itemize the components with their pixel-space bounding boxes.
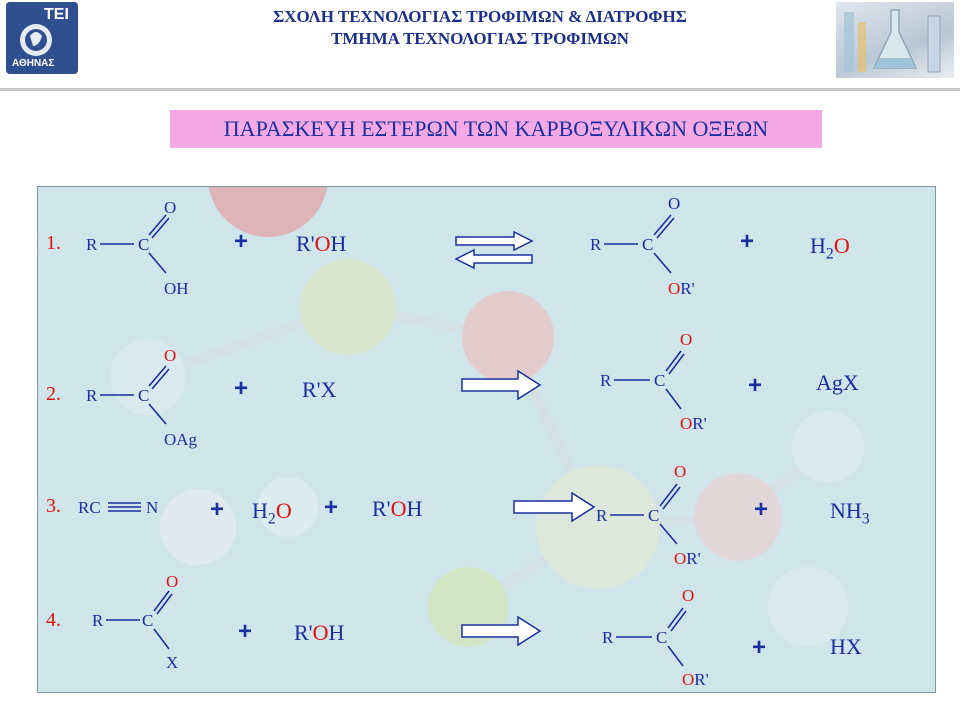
r3-alcohol: R'OH bbox=[372, 496, 423, 521]
r2-silver-halide: AgX bbox=[816, 370, 859, 395]
r4-product-r: R bbox=[602, 628, 614, 647]
reaction-3-number: 3. bbox=[46, 495, 61, 517]
r2-product-r: R bbox=[600, 371, 612, 390]
r1-product-ester: OR' bbox=[668, 279, 695, 298]
reaction-2-arrow bbox=[461, 369, 542, 401]
header-line-1: ΣΧΟΛΗ ΤΕΧΝΟΛΟΓΙΑΣ ΤΡΟΦΙΜΩΝ & ΔΙΑΤΡΟΦΗΣ bbox=[273, 7, 687, 26]
r1-water: H2O bbox=[810, 233, 850, 263]
r3-nitrile-n: N bbox=[146, 498, 159, 517]
r1-reactant-c: C bbox=[138, 235, 150, 254]
lab-glassware-image bbox=[836, 2, 954, 78]
r1-alcohol: R'OH bbox=[296, 231, 347, 256]
r2-product-ester: OR' bbox=[680, 414, 707, 433]
header-divider bbox=[0, 88, 960, 91]
r3-product-c: C bbox=[648, 506, 660, 525]
r1-reactant-r: R bbox=[86, 235, 98, 254]
r4-alcohol: R'OH bbox=[294, 620, 345, 645]
r1-plus-2: + bbox=[740, 228, 755, 255]
r4-hydrogen-halide: HX bbox=[830, 634, 862, 659]
r4-product-top-o: O bbox=[682, 586, 695, 605]
r1-product-r: R bbox=[590, 235, 602, 254]
r4-reactant-top-o: O bbox=[166, 572, 179, 591]
r2-product-top-o: O bbox=[680, 330, 693, 349]
r2-reactant-r: R bbox=[86, 386, 98, 405]
r1-reactant-top-o: O bbox=[164, 198, 177, 217]
equilibrium-reverse-arrow bbox=[454, 248, 533, 270]
r4-reactant-c: C bbox=[142, 611, 154, 630]
r3-product-ester: OR' bbox=[674, 549, 701, 568]
tei-athens-logo: ΤΕΙ ΑΘΗΝΑΣ bbox=[6, 2, 78, 74]
r1-reactant-bottom: OH bbox=[164, 279, 189, 298]
reaction-3-arrow bbox=[513, 491, 596, 523]
r3-product-r: R bbox=[596, 506, 608, 525]
header-title: ΣΧΟΛΗ ΤΕΧΝΟΛΟΓΙΑΣ ΤΡΟΦΙΜΩΝ & ΔΙΑΤΡΟΦΗΣ Τ… bbox=[150, 6, 810, 50]
r1-plus-1: + bbox=[234, 228, 249, 255]
reaction-panel: 1. R C O OH + R'OH R C O OR' + H2O 2. R … bbox=[37, 186, 936, 693]
r2-alkyl-halide: R'X bbox=[302, 377, 337, 402]
r4-product-ester: OR' bbox=[682, 670, 709, 689]
r4-plus-1: + bbox=[238, 618, 253, 645]
logo-text-bottom: ΑΘΗΝΑΣ bbox=[12, 58, 55, 69]
page-title: ΠΑΡΑΣΚΕΥΗ ΕΣΤΕΡΩΝ ΤΩΝ ΚΑΡΒΟΞΥΛΙΚΩΝ ΟΞΕΩΝ bbox=[170, 110, 822, 148]
r2-reactant-top-o: O bbox=[164, 346, 177, 365]
r3-ammonia: NH3 bbox=[830, 498, 870, 528]
r2-product-c: C bbox=[654, 371, 666, 390]
r1-product-c: C bbox=[642, 235, 654, 254]
r3-water: H2O bbox=[252, 498, 292, 528]
r3-nitrile-rc: RC bbox=[78, 498, 101, 517]
flask-icon bbox=[844, 9, 941, 73]
reaction-1-number: 1. bbox=[46, 232, 61, 254]
bond-lines bbox=[100, 214, 687, 667]
r4-product-c: C bbox=[656, 628, 668, 647]
r4-reactant-r: R bbox=[92, 611, 104, 630]
reaction-4-number: 4. bbox=[46, 609, 61, 631]
logo-text-top: ΤΕΙ bbox=[44, 6, 69, 23]
r2-plus-2: + bbox=[748, 372, 763, 399]
r3-plus-1: + bbox=[210, 496, 225, 523]
logo-emblem-icon bbox=[6, 2, 78, 74]
r2-reactant-bottom: OAg bbox=[164, 430, 198, 449]
r1-product-top-o: O bbox=[668, 194, 681, 213]
reaction-4-arrow bbox=[461, 615, 542, 647]
r2-reactant-c: C bbox=[138, 386, 150, 405]
r4-reactant-bottom: X bbox=[166, 653, 179, 672]
header-line-2: ΤΜΗΜΑ ΤΕΧΝΟΛΟΓΙΑΣ ΤΡΟΦΙΜΩΝ bbox=[331, 29, 629, 48]
r3-plus-3: + bbox=[754, 496, 769, 523]
molecule-background-image bbox=[100, 187, 864, 667]
r4-plus-2: + bbox=[752, 634, 767, 661]
r3-product-top-o: O bbox=[674, 462, 687, 481]
reaction-2-number: 2. bbox=[46, 383, 61, 405]
r2-plus-1: + bbox=[234, 375, 249, 402]
equilibrium-forward-arrow bbox=[455, 230, 534, 252]
r3-plus-2: + bbox=[324, 494, 339, 521]
